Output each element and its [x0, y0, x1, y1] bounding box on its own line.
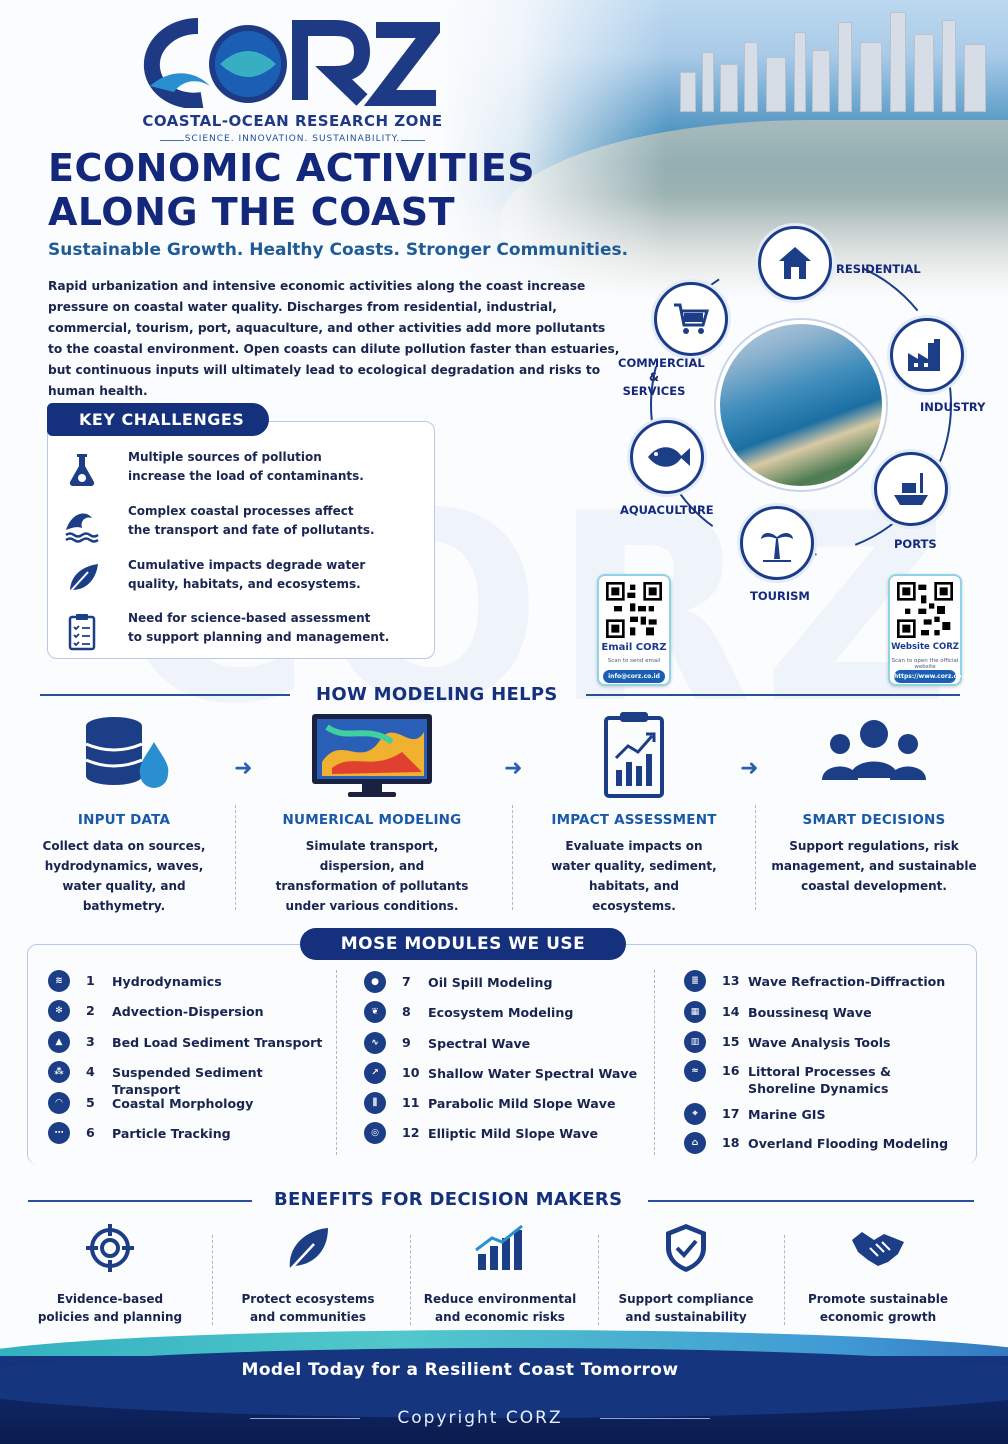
website-qr-label: Website CORZ: [891, 642, 959, 652]
flooding-icon: ⌂: [684, 1132, 706, 1154]
leaf-icon: [67, 564, 98, 595]
corz-logo: COASTAL-OCEAN RESEARCH ZONE SCIENCE. INN…: [140, 8, 450, 148]
commercial-label: COMMERCIAL& SERVICES: [618, 356, 705, 398]
residential-icon: [758, 226, 832, 300]
benefits-section-title: BENEFITS FOR DECISION MAKERS: [274, 1189, 623, 1210]
sediment-icon: ▲: [48, 1031, 70, 1053]
database-icon: [85, 717, 169, 788]
step-title: IMPACT ASSESSMENT: [551, 812, 717, 828]
tourism-label: TOURISM: [750, 589, 810, 603]
email-address-pill: info@corz.co.id: [603, 670, 665, 683]
dispersion-icon: ✻: [48, 1000, 70, 1022]
logo-subtitle: COASTAL-OCEAN RESEARCH ZONE: [142, 112, 443, 130]
shoreline-icon: ≈: [684, 1060, 706, 1082]
residential-label: RESIDENTIAL: [836, 262, 921, 276]
step-desc: Evaluate impacts on water quality, sedim…: [551, 839, 717, 913]
arrow-right-icon: ➜: [234, 756, 253, 781]
coastal-aerial-photo: [716, 320, 886, 490]
website-qr-card[interactable]: Website CORZ Scan to open the official w…: [888, 574, 970, 686]
target-icon: [86, 1224, 134, 1272]
people-group-icon: [822, 720, 926, 780]
step-input-data: INPUT DATA Collect data on sources, hydr…: [14, 712, 234, 916]
leaf-icon: [287, 1228, 328, 1273]
ecosystem-icon: ❦: [364, 1001, 386, 1023]
step-desc: Collect data on sources, hydrodynamics, …: [42, 839, 206, 913]
fish-icon: [630, 420, 704, 494]
email-qr-label: Email CORZ: [601, 642, 667, 653]
computer-monitor-icon: [312, 714, 432, 797]
website-url-pill: https://www.corz.co.id: [894, 670, 970, 683]
shield-check-icon: [666, 1224, 706, 1272]
analysis-tools-icon: ▥: [684, 1031, 706, 1053]
refraction-icon: ≣: [684, 970, 706, 992]
wave-icon: [65, 513, 99, 543]
intro-paragraph: Rapid urbanization and intensive economi…: [48, 279, 620, 398]
oil-drop-icon: ●: [364, 971, 386, 993]
footer-copyright: Copyright CORZ: [397, 1408, 563, 1428]
suspended-sediment-icon: ⁂: [48, 1061, 70, 1083]
step-title: SMART DECISIONS: [802, 812, 946, 828]
tourism-icon: [740, 506, 814, 580]
website-qr-code: [897, 582, 953, 638]
website-qr-hint: Scan to open the official website: [891, 658, 959, 670]
coastal-city-image: [440, 0, 1008, 300]
map-pin-icon: ⌖: [684, 1103, 706, 1125]
clipboard-icon: [68, 614, 96, 651]
step-desc: Simulate transport, dispersion, and tran…: [275, 839, 469, 913]
page-subtitle: Sustainable Growth. Healthy Coasts. Stro…: [48, 240, 629, 260]
key-challenges-title: KEY CHALLENGES: [47, 403, 269, 436]
industry-icon: [890, 318, 964, 392]
step-impact-assessment: IMPACT ASSESSMENT Evaluate impacts on wa…: [524, 712, 744, 916]
elliptic-wave-icon: ◎: [364, 1122, 386, 1144]
footer-band: [0, 1330, 1008, 1444]
key-challenges-panel: [47, 421, 435, 659]
logo-tagline: SCIENCE. INNOVATION. SUSTAINABILITY.: [160, 134, 425, 144]
industry-label: INDUSTRY: [920, 400, 986, 414]
modeling-section-title: HOW MODELING HELPS: [316, 684, 558, 705]
chart-clipboard-icon: [604, 712, 664, 798]
hydrodynamics-icon: ≋: [48, 970, 70, 992]
email-qr-code: [606, 582, 662, 638]
morphology-icon: ◠: [48, 1092, 70, 1114]
ports-icon: [874, 452, 948, 526]
step-numerical-modeling: NUMERICAL MODELING Simulate transport, d…: [262, 712, 482, 916]
email-qr-card[interactable]: Email CORZ Scan to send email info@corz.…: [597, 574, 671, 686]
arrow-right-icon: ➜: [504, 756, 523, 781]
arrow-right-icon: ➜: [740, 756, 759, 781]
ports-label: PORTS: [894, 537, 937, 551]
page-title: ECONOMIC ACTIVITIES ALONG THE COAST: [48, 146, 536, 234]
economic-activities-ring: RESIDENTIAL INDUSTRY PORTS TOURISM AQUAC…: [600, 220, 1000, 640]
bar-chart-icon: [475, 1224, 523, 1270]
shallow-wave-icon: ↗: [364, 1062, 386, 1084]
spectral-wave-icon: ∿: [364, 1032, 386, 1054]
corz-logo-mark: [143, 18, 440, 108]
step-smart-decisions: SMART DECISIONS Support regulations, ris…: [764, 712, 984, 896]
handshake-icon: [852, 1232, 904, 1266]
parabolic-wave-icon: ⫼: [364, 1092, 386, 1114]
footer-slogan: Model Today for a Resilient Coast Tomorr…: [241, 1360, 679, 1380]
particle-tracking-icon: ⋯: [48, 1122, 70, 1144]
step-title: NUMERICAL MODELING: [282, 812, 462, 828]
boussinesq-icon: ▦: [684, 1001, 706, 1023]
step-title: INPUT DATA: [77, 812, 171, 828]
modules-section-title: MOSE MODULES WE USE: [300, 928, 626, 960]
aquaculture-label: AQUACULTURE: [620, 503, 714, 517]
shopping-cart-icon: [654, 282, 728, 356]
step-desc: Support regulations, risk management, an…: [771, 839, 977, 893]
flask-icon: [69, 454, 95, 487]
email-qr-hint: Scan to send email: [607, 658, 661, 664]
